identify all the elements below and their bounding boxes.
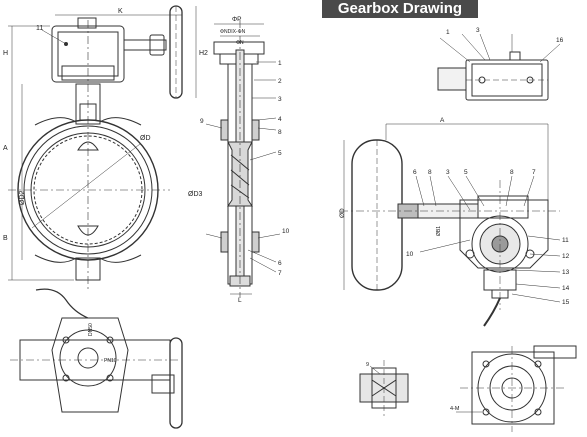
detail-view [359, 360, 409, 416]
side-callout-5: 5 [464, 169, 468, 176]
plan-label-pn: PN10 [104, 358, 117, 364]
dim-od: ØD [140, 135, 151, 142]
dim-h2: H2 [199, 50, 208, 57]
valve-plan-view [10, 288, 183, 429]
section-callout-7: 7 [278, 270, 282, 277]
side-callout-12: 12 [562, 253, 570, 260]
gearbox-side-view [340, 123, 561, 327]
dim-l: L [238, 297, 242, 304]
section-callout-8: 8 [278, 129, 282, 136]
section-callout-10: 10 [282, 228, 290, 235]
dim-phi-p: ΦP [232, 16, 242, 23]
dim-b: B [3, 235, 8, 242]
section-callout-6: 6 [278, 260, 282, 267]
dim-k: K [118, 8, 123, 15]
section-callout-9: 9 [200, 118, 204, 125]
plan-label-dn: DN50 [88, 323, 94, 336]
side-callout-15: 15 [562, 299, 570, 306]
side-callout-3: 3 [446, 169, 450, 176]
side-callout-13: 13 [562, 269, 570, 276]
section-callout-1: 1 [278, 60, 282, 67]
top-callout-3: 3 [476, 27, 480, 34]
dim-ob1: ØB1 [436, 226, 442, 236]
dim-od2: ØD2 [19, 191, 26, 206]
callout-11: 11 [36, 25, 43, 32]
section-callout-5: 5 [278, 150, 282, 157]
side-callout-10: 10 [406, 251, 414, 258]
section-callout-2: 2 [278, 78, 282, 85]
dim-a: A [3, 145, 8, 152]
detail-label-4m: 4-M [450, 406, 460, 412]
side-callout-8a: 8 [428, 169, 432, 176]
flange-bottom-view [456, 345, 577, 432]
side-callout-14: 14 [562, 285, 570, 292]
side-callout-8b: 8 [510, 169, 514, 176]
dim-a-side: A [440, 117, 445, 124]
dim-od-side: ØD [339, 208, 346, 218]
gearbox-top-view [437, 33, 561, 101]
dim-phi-ndix: ΦNDIX-ΦN [220, 29, 246, 35]
section-callout-4: 4 [278, 116, 282, 123]
side-callout-11: 11 [562, 237, 569, 244]
valve-section-view [205, 20, 281, 298]
gearbox-drawing-title: Gearbox Drawing [322, 0, 478, 18]
valve-front-view [8, 5, 197, 290]
top-callout-16: 16 [556, 37, 564, 44]
section-callout-3: 3 [278, 96, 282, 103]
side-callout-7: 7 [532, 169, 536, 176]
dim-od3: ØD3 [188, 191, 203, 198]
dim-phi-n: ΦN [236, 40, 244, 46]
dim-h: H [3, 50, 8, 57]
top-callout-1: 1 [446, 29, 450, 36]
side-callout-6: 6 [413, 169, 417, 176]
detail-label-9: 9 [366, 362, 369, 368]
